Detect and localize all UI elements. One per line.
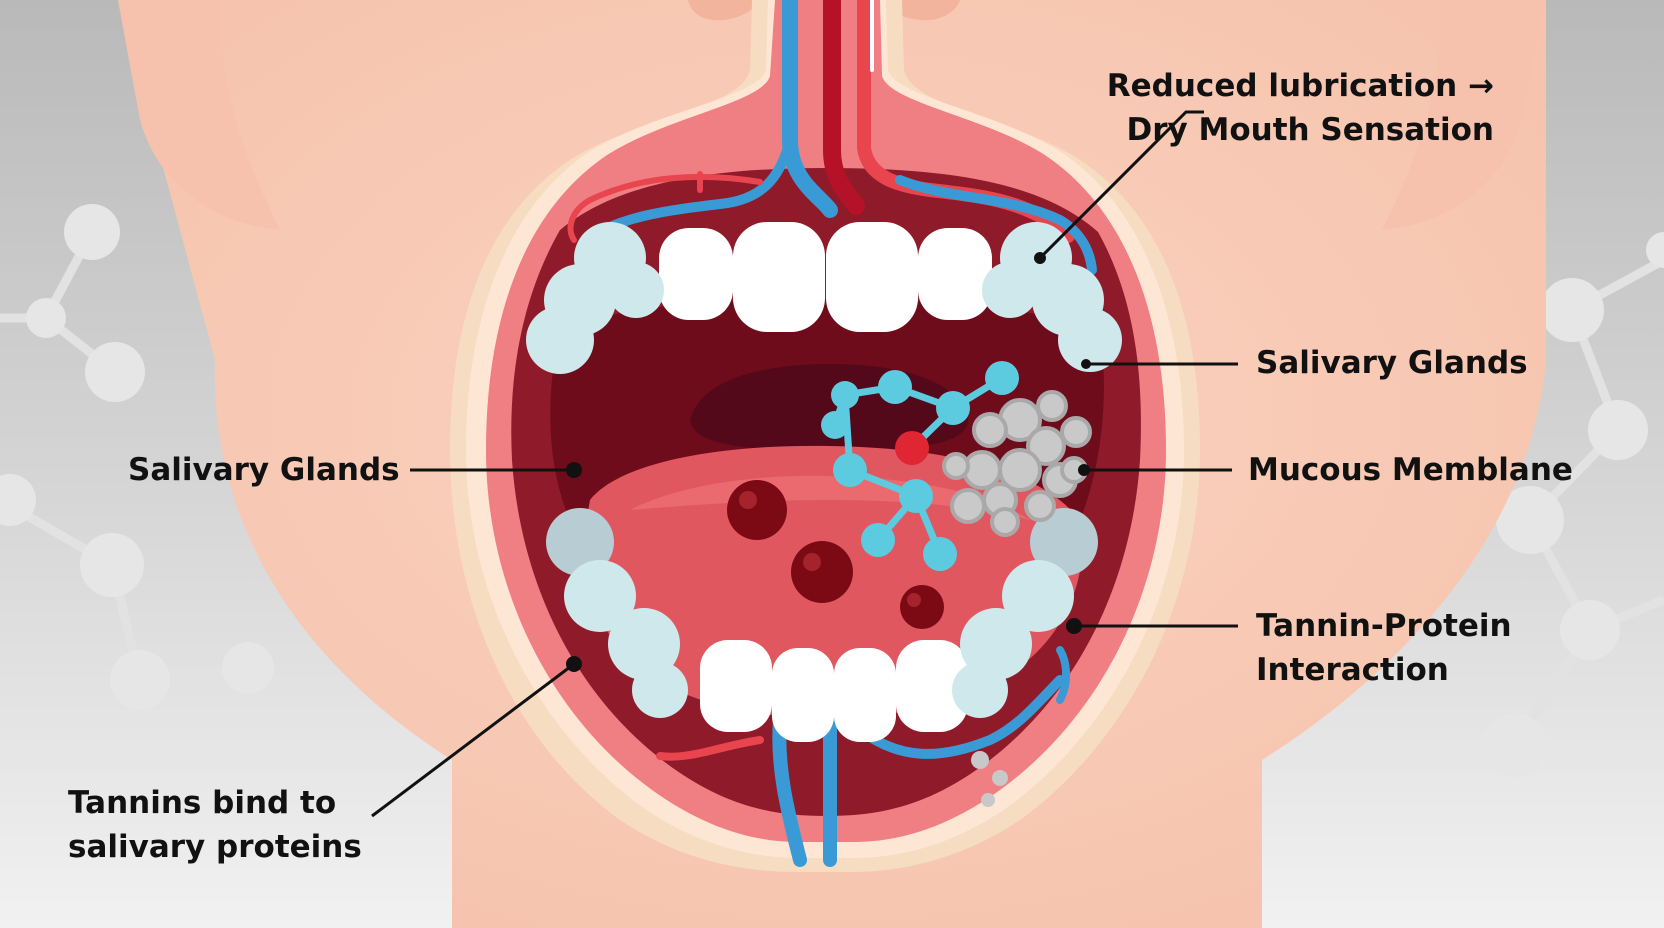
taste-bud-papillae (727, 480, 944, 629)
background-molecule-right (1483, 232, 1664, 777)
leader-line-reduced-lubrication (1038, 110, 1204, 260)
label-reduced-lubrication-line2: Dry Mouth Sensation (1126, 112, 1494, 148)
leader-lines (371, 110, 1238, 818)
label-salivary-glands-right: Salivary Glands (1256, 345, 1528, 381)
ear-right (1382, 0, 1546, 230)
upper-teeth (659, 222, 992, 332)
label-salivary-glands-left: Salivary Glands (128, 452, 400, 488)
label-tannins-bind: Tannins bind to salivary proteins (68, 781, 362, 869)
label-tannins-bind-line2: salivary proteins (68, 829, 362, 865)
label-tannin-protein: Tannin-Protein Interaction (1256, 604, 1512, 692)
tannin-molecule (821, 361, 1019, 571)
lower-saliva-molars (546, 508, 1098, 718)
label-mucous-membrane: Mucous Memblane (1248, 452, 1573, 488)
ear-left (118, 0, 280, 230)
label-tannins-bind-line1: Tannins bind to (68, 785, 337, 821)
nostril-shadow (688, 0, 760, 21)
nostril-shadow-right (884, 0, 960, 21)
lower-blood-vessels (656, 646, 1070, 867)
background-molecule-left (0, 204, 274, 710)
throat-blood-vessels (567, 0, 1097, 275)
label-tannin-protein-line1: Tannin-Protein (1256, 608, 1512, 644)
label-tannin-protein-line2: Interaction (1256, 652, 1449, 688)
protein-cluster (942, 390, 1092, 537)
saliva-droplets (971, 751, 1008, 807)
upper-saliva-molars (526, 222, 1122, 374)
lower-teeth (700, 640, 968, 742)
leader-dots (566, 252, 1091, 672)
leader-line-tannins-bind (371, 662, 575, 818)
label-reduced-lubrication-line1: Reduced lubrication → (1106, 68, 1494, 104)
label-reduced-lubrication: Reduced lubrication → Dry Mouth Sensatio… (1107, 64, 1494, 152)
